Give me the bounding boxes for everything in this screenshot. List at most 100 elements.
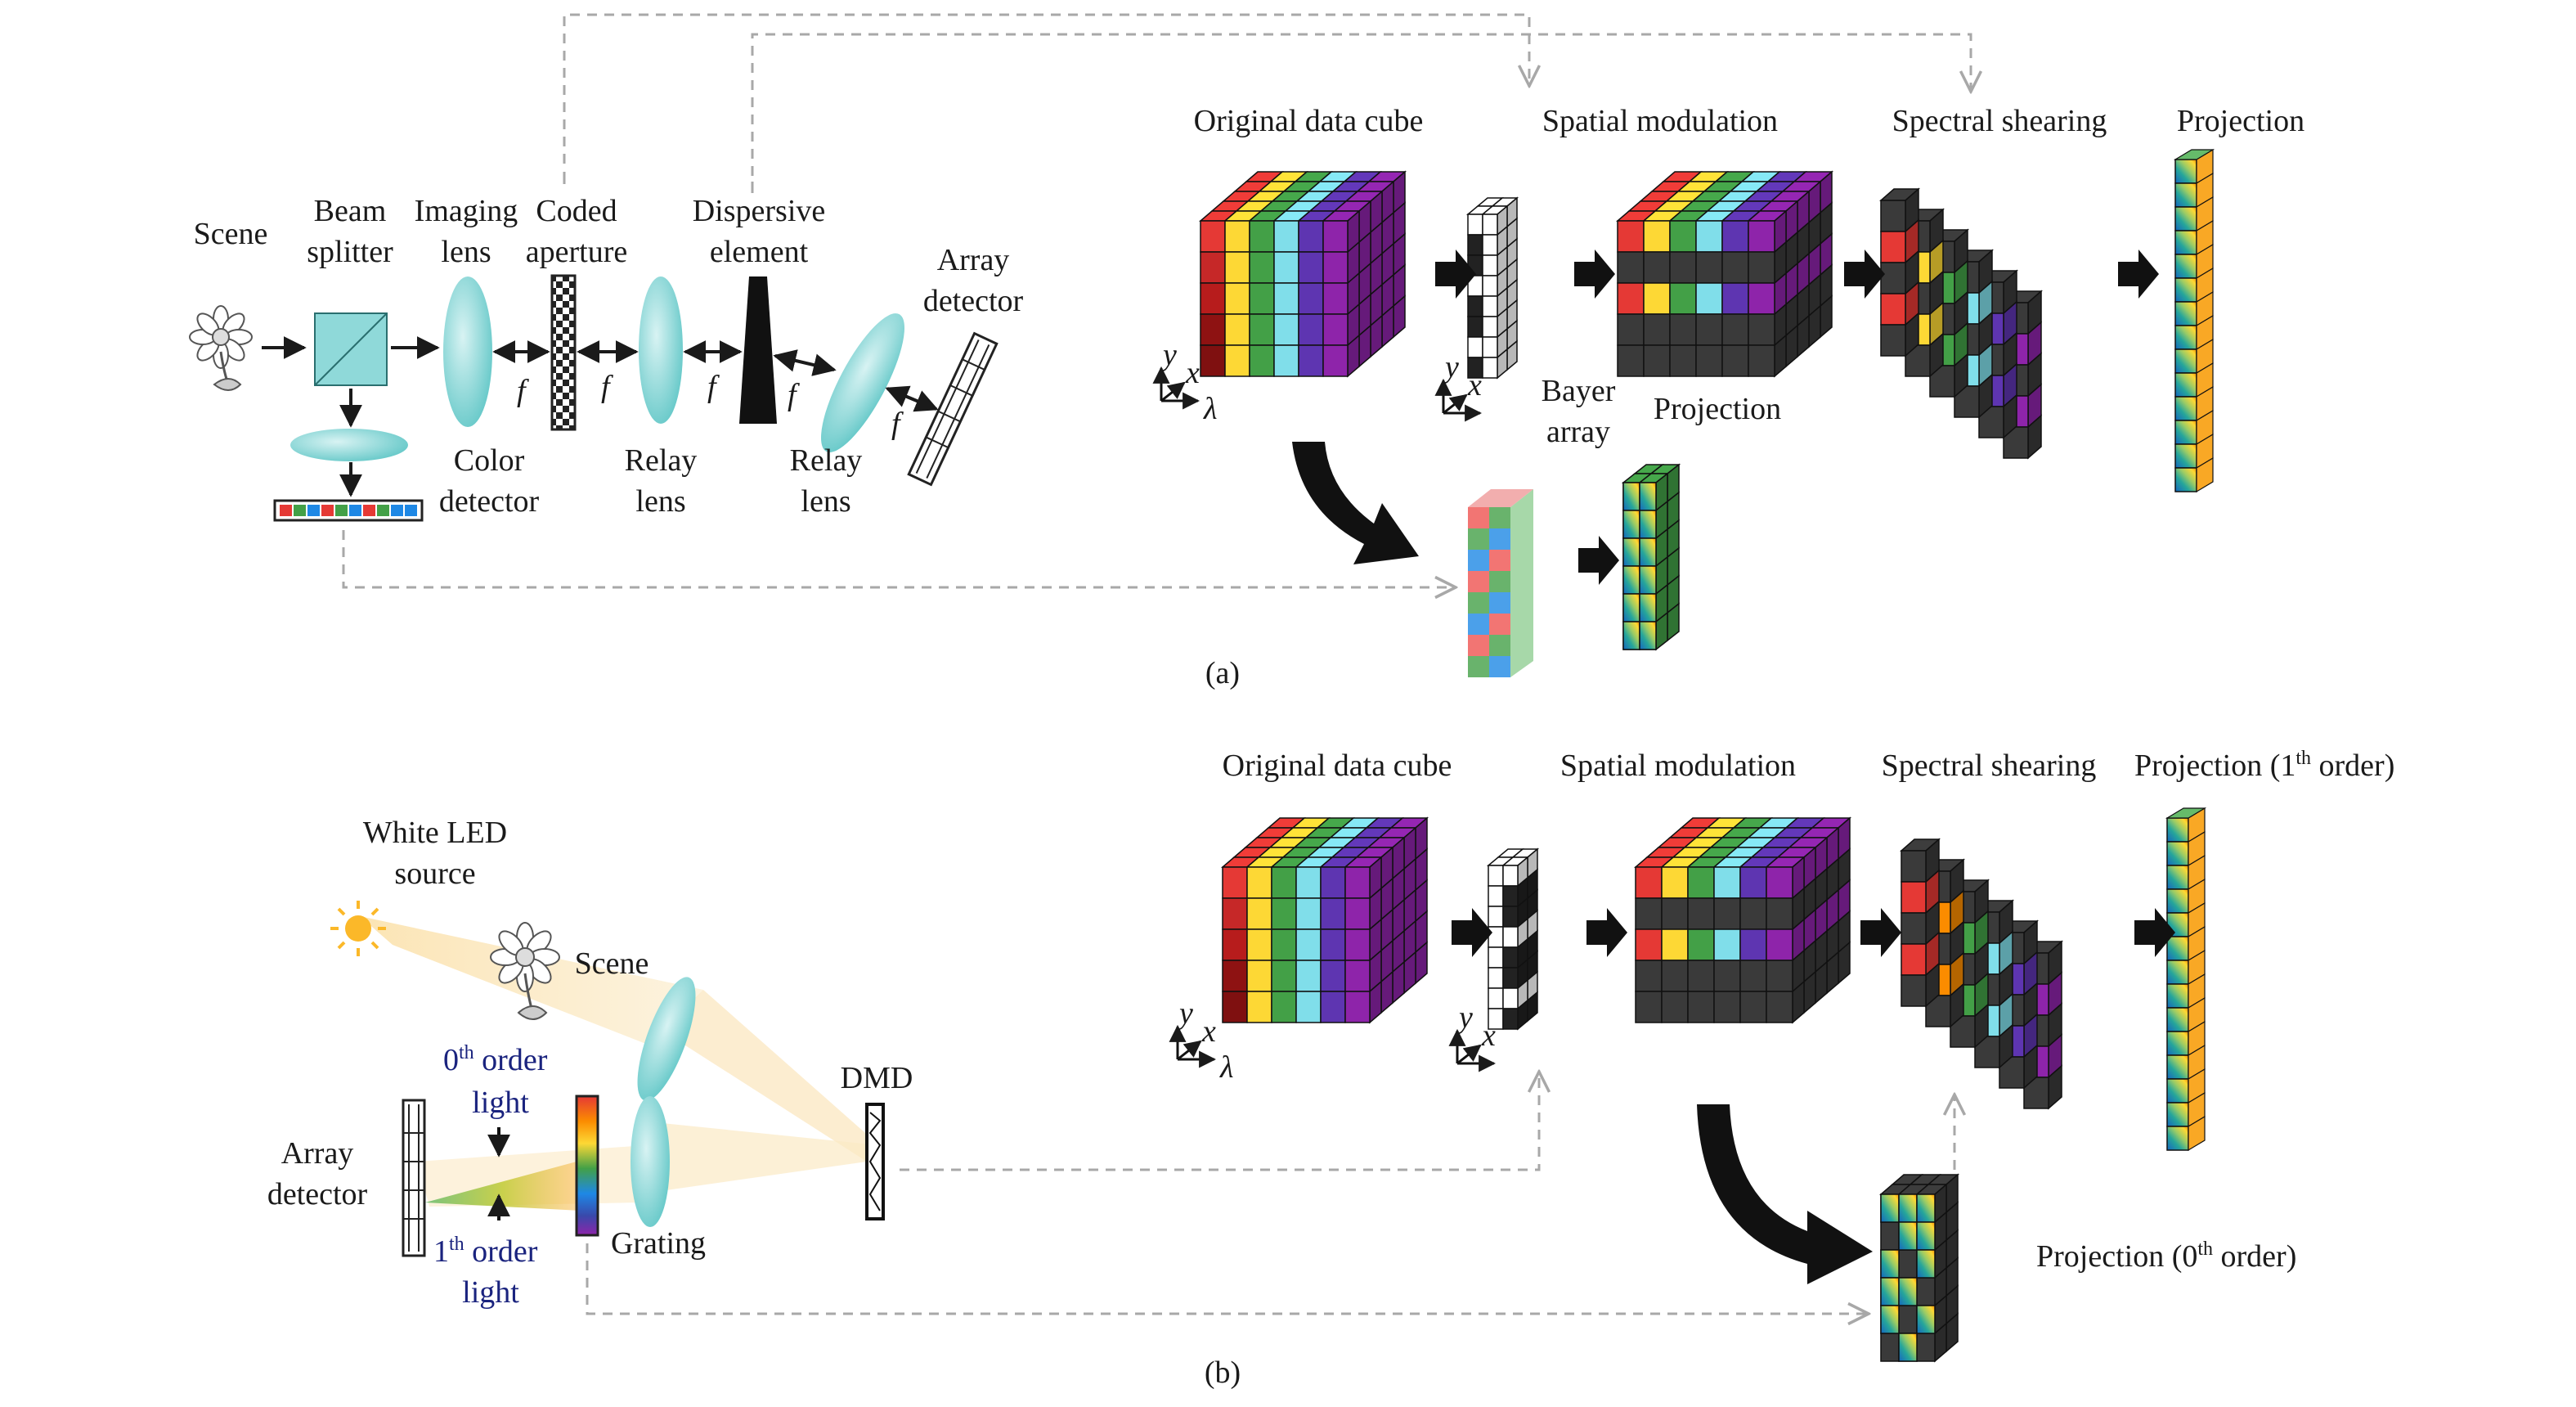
bayer-cell <box>1468 592 1489 614</box>
label-shearing-b: Spectral shearing <box>1882 748 2097 783</box>
mod-a-cell <box>1695 313 1723 346</box>
axis-y-label: y <box>1160 338 1177 372</box>
cube-b-cell <box>1271 866 1297 899</box>
panel-a-setup: Scene Beam splitter Imaging lens Color d… <box>189 13 1971 587</box>
bayer-cell <box>1489 614 1510 635</box>
mask-b-cell <box>1488 946 1504 969</box>
color-detector-lens <box>290 429 408 461</box>
caption-b: (b) <box>1205 1355 1241 1390</box>
projection-a-cell <box>2174 396 2197 421</box>
curved-arrow-b <box>1697 1104 1873 1284</box>
projection-b-cell <box>2166 983 2189 1009</box>
projection-first-order <box>2165 807 2207 1152</box>
projection-b-cell <box>2166 841 2189 866</box>
projection-zero-cell <box>1880 1305 1900 1334</box>
mod-a-cell <box>1748 344 1775 377</box>
cube-a-cell <box>1298 220 1324 253</box>
mask-a-cell <box>1467 336 1483 358</box>
mod-b-cell <box>1635 928 1663 961</box>
projection-b-cell <box>2166 817 2189 843</box>
projection-a-cell <box>2174 206 2197 232</box>
curved-arrow-a <box>1292 442 1419 564</box>
original-data-cube-a <box>1198 170 1407 378</box>
lens-b-lower <box>631 1096 670 1227</box>
svg-text:f: f <box>707 370 720 404</box>
mod-a-cell <box>1748 251 1775 284</box>
mask-a-cell <box>1482 295 1498 317</box>
mod-b-cell <box>1635 991 1663 1023</box>
bayer-cell <box>1468 614 1489 635</box>
cube-a-cell <box>1249 251 1275 284</box>
cube-b-cell <box>1344 897 1371 930</box>
color-detector-pixel <box>363 505 375 516</box>
mask-a-cell <box>1482 316 1498 338</box>
mod-a-cell <box>1617 282 1645 315</box>
projection-a-cell <box>2174 254 2197 279</box>
mod-b-cell <box>1713 928 1741 961</box>
shear-a-cell <box>1880 231 1906 263</box>
mod-b-cell <box>1766 960 1793 992</box>
cube-b-cell <box>1271 928 1297 961</box>
mod-a-cell <box>1669 282 1697 315</box>
shear-a-cell <box>1880 262 1906 294</box>
caption-a: (a) <box>1205 656 1240 690</box>
svg-text:lens: lens <box>801 484 850 519</box>
mod-b-cell <box>1766 928 1793 961</box>
projection-b-side <box>2188 1115 2206 1152</box>
bayer-cell <box>1489 635 1510 656</box>
bayer-cell <box>1489 592 1510 614</box>
mask-b-cell <box>1488 926 1504 948</box>
array-detector-a <box>907 331 999 487</box>
axes-b: yxλ <box>1169 996 1233 1085</box>
svg-text:f: f <box>788 378 800 412</box>
mask-a-cell <box>1467 214 1483 236</box>
mod-a-cell <box>1643 344 1671 377</box>
shear-b-cell <box>1901 881 1927 914</box>
color-detector-pixel <box>294 505 306 516</box>
axis-x-label: x <box>1185 356 1200 390</box>
cube-a-cell <box>1273 220 1299 253</box>
svg-text:Scene: Scene <box>575 946 649 981</box>
mod-a-cell <box>1695 220 1723 253</box>
projection-zero-cell <box>1898 1277 1918 1306</box>
cube-a-cell <box>1224 282 1250 315</box>
cube-a-cell <box>1224 313 1250 346</box>
mod-a-cell <box>1643 313 1671 346</box>
mod-a-cell <box>1695 344 1723 377</box>
axis-y-label: y <box>1176 996 1193 1031</box>
bayer-cell <box>1489 507 1510 528</box>
shear-a-cell <box>1880 200 1906 232</box>
mod-b-cell <box>1713 991 1741 1023</box>
bayer-cell <box>1468 507 1489 528</box>
dmd <box>865 1103 885 1220</box>
mask-a-cell <box>1482 214 1498 236</box>
cube-a-cell <box>1298 313 1324 346</box>
bayer-cell <box>1468 571 1489 592</box>
proj-zero-cell <box>1898 1305 1918 1334</box>
cube-b-cell <box>1344 866 1371 899</box>
mask-b-cell <box>1502 865 1519 887</box>
mod-a-cell <box>1643 282 1671 315</box>
mask-a-cell <box>1482 234 1498 256</box>
svg-text:Coded: Coded <box>536 194 617 228</box>
label-spatial-b: Spatial modulation <box>1560 748 1796 783</box>
axis-x-label: x <box>1481 1018 1496 1053</box>
cube-a-cell <box>1273 251 1299 284</box>
sheared-cube-a <box>1879 187 2043 460</box>
axis-lambda-label: λ <box>1203 392 1217 426</box>
cube-b-cell <box>1320 866 1346 899</box>
spatial-modulation-cube-b <box>1633 816 1852 1024</box>
mask-b-cell <box>1488 865 1504 887</box>
mod-b-cell <box>1635 960 1663 992</box>
mod-a-cell <box>1617 220 1645 253</box>
mod-b-cell <box>1713 960 1741 992</box>
relay-lens-1 <box>639 276 683 424</box>
cube-a-cell <box>1322 344 1349 377</box>
coded-mask-a <box>1465 196 1519 380</box>
cube-a-cell <box>1273 282 1299 315</box>
projection-a-cell <box>2174 443 2197 469</box>
label-projection-a: Projection <box>2177 104 2304 138</box>
bayer-cell <box>1468 550 1489 571</box>
dispersive-element <box>739 276 777 424</box>
